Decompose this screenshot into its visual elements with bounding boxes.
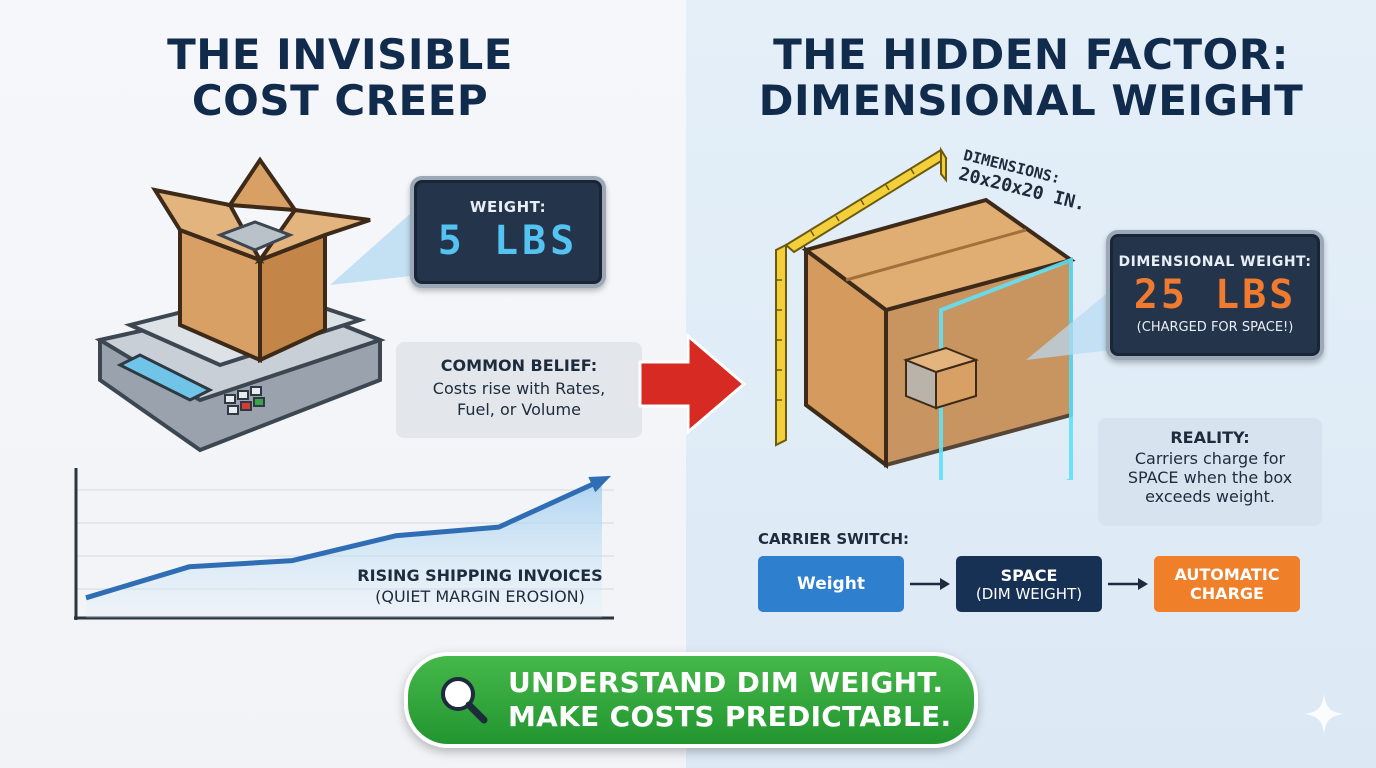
scale-screen: [116, 353, 214, 402]
dimensional-weight-display: DIMENSIONAL WEIGHT: 25 LBS (CHARGED FOR …: [1106, 230, 1324, 360]
dim-display-note: (CHARGED FOR SPACE!): [1136, 320, 1294, 335]
flow-step-space: SPACE (DIM WEIGHT): [956, 556, 1102, 612]
scale-keypad: [224, 386, 265, 415]
right-panel: THE HIDDEN FACTOR: DIMENSIONAL WEIGHT: [686, 0, 1376, 768]
trend-line: [85, 477, 604, 601]
tape-ticks: [776, 168, 915, 401]
tape-measure: [775, 146, 948, 447]
foam-item: [215, 220, 295, 252]
weight-display-value: 5 LBS: [437, 218, 579, 264]
small-box-top: [902, 346, 980, 374]
dim-display-value: 25 LBS: [1133, 272, 1297, 318]
flow-step-charge-line2: CHARGE: [1190, 584, 1264, 603]
cta-text: UNDERSTAND DIM WEIGHT. MAKE COSTS PREDIC…: [508, 666, 952, 734]
box-tape-seam: [845, 228, 1027, 282]
trend-label-line1: RISING SHIPPING INVOICES: [357, 566, 603, 585]
dimensional-box-illustration: [775, 146, 1076, 480]
sparkle-icon: [1304, 694, 1344, 734]
flow-step-space-line1: SPACE: [1000, 565, 1058, 585]
right-title-line2: DIMENSIONAL WEIGHT: [758, 76, 1304, 125]
cta-line2: MAKE COSTS PREDICTABLE.: [508, 700, 952, 733]
dim-callout-beam: [1026, 290, 1111, 360]
trend-label-line2: (QUIET MARGIN EROSION): [375, 587, 585, 606]
glow-outline: [939, 257, 1073, 480]
reality-line2: SPACE when the box: [1127, 468, 1293, 487]
flow-step-space-line2: (DIM WEIGHT): [975, 584, 1083, 603]
right-title-line1: THE HIDDEN FACTOR:: [773, 30, 1289, 79]
dim-display-label: DIMENSIONAL WEIGHT:: [1118, 254, 1312, 270]
cta-button[interactable]: UNDERSTAND DIM WEIGHT. MAKE COSTS PREDIC…: [404, 652, 978, 748]
flow-step-charge-line1: AUTOMATIC: [1174, 565, 1280, 584]
trend-label: RISING SHIPPING INVOICES (QUIET MARGIN E…: [330, 566, 630, 606]
callout-beam: [330, 205, 420, 285]
right-title: THE HIDDEN FACTOR: DIMENSIONAL WEIGHT: [726, 32, 1336, 124]
cta-line1: UNDERSTAND DIM WEIGHT.: [508, 666, 944, 699]
common-belief-heading: COMMON BELIEF:: [440, 356, 598, 375]
box-flap-right: [254, 207, 371, 265]
weight-display: WEIGHT: 5 LBS: [410, 176, 606, 288]
box-flap-back: [226, 156, 300, 213]
magnifier-icon: [441, 677, 488, 724]
trend-arrowhead: [588, 475, 612, 493]
flow-step-automatic-charge: AUTOMATIC CHARGE: [1154, 556, 1300, 612]
flow-arrow-1: [910, 578, 950, 590]
flow-step-weight: Weight: [758, 556, 904, 612]
reality-line3: exceeds weight.: [1145, 487, 1275, 506]
flow-arrow-2: [1108, 578, 1148, 590]
carrier-switch-heading: CARRIER SWITCH:: [758, 530, 910, 548]
reality-heading: REALITY:: [1170, 428, 1250, 447]
rising-invoices-chart: [74, 468, 614, 620]
left-title: THE INVISIBLE COST CREEP: [110, 32, 570, 124]
reality-line1: Carriers charge for: [1134, 449, 1286, 468]
transition-arrow-icon: [638, 332, 747, 436]
common-belief-line2: Fuel, or Volume: [457, 400, 581, 419]
common-belief-callout: COMMON BELIEF: Costs rise with Rates, Fu…: [396, 342, 642, 438]
common-belief-line1: Costs rise with Rates,: [432, 379, 606, 398]
reality-callout: REALITY: Carriers charge for SPACE when …: [1098, 418, 1322, 526]
scale-with-box-illustration: [94, 156, 386, 453]
weight-display-label: WEIGHT:: [469, 198, 547, 216]
left-title-line1: THE INVISIBLE: [167, 30, 513, 79]
left-panel: THE INVISIBLE COST CREEP WEIGHT: 5 LBS: [0, 0, 686, 768]
left-title-line2: COST CREEP: [191, 76, 489, 125]
flow-step-weight-label: Weight: [797, 574, 865, 594]
